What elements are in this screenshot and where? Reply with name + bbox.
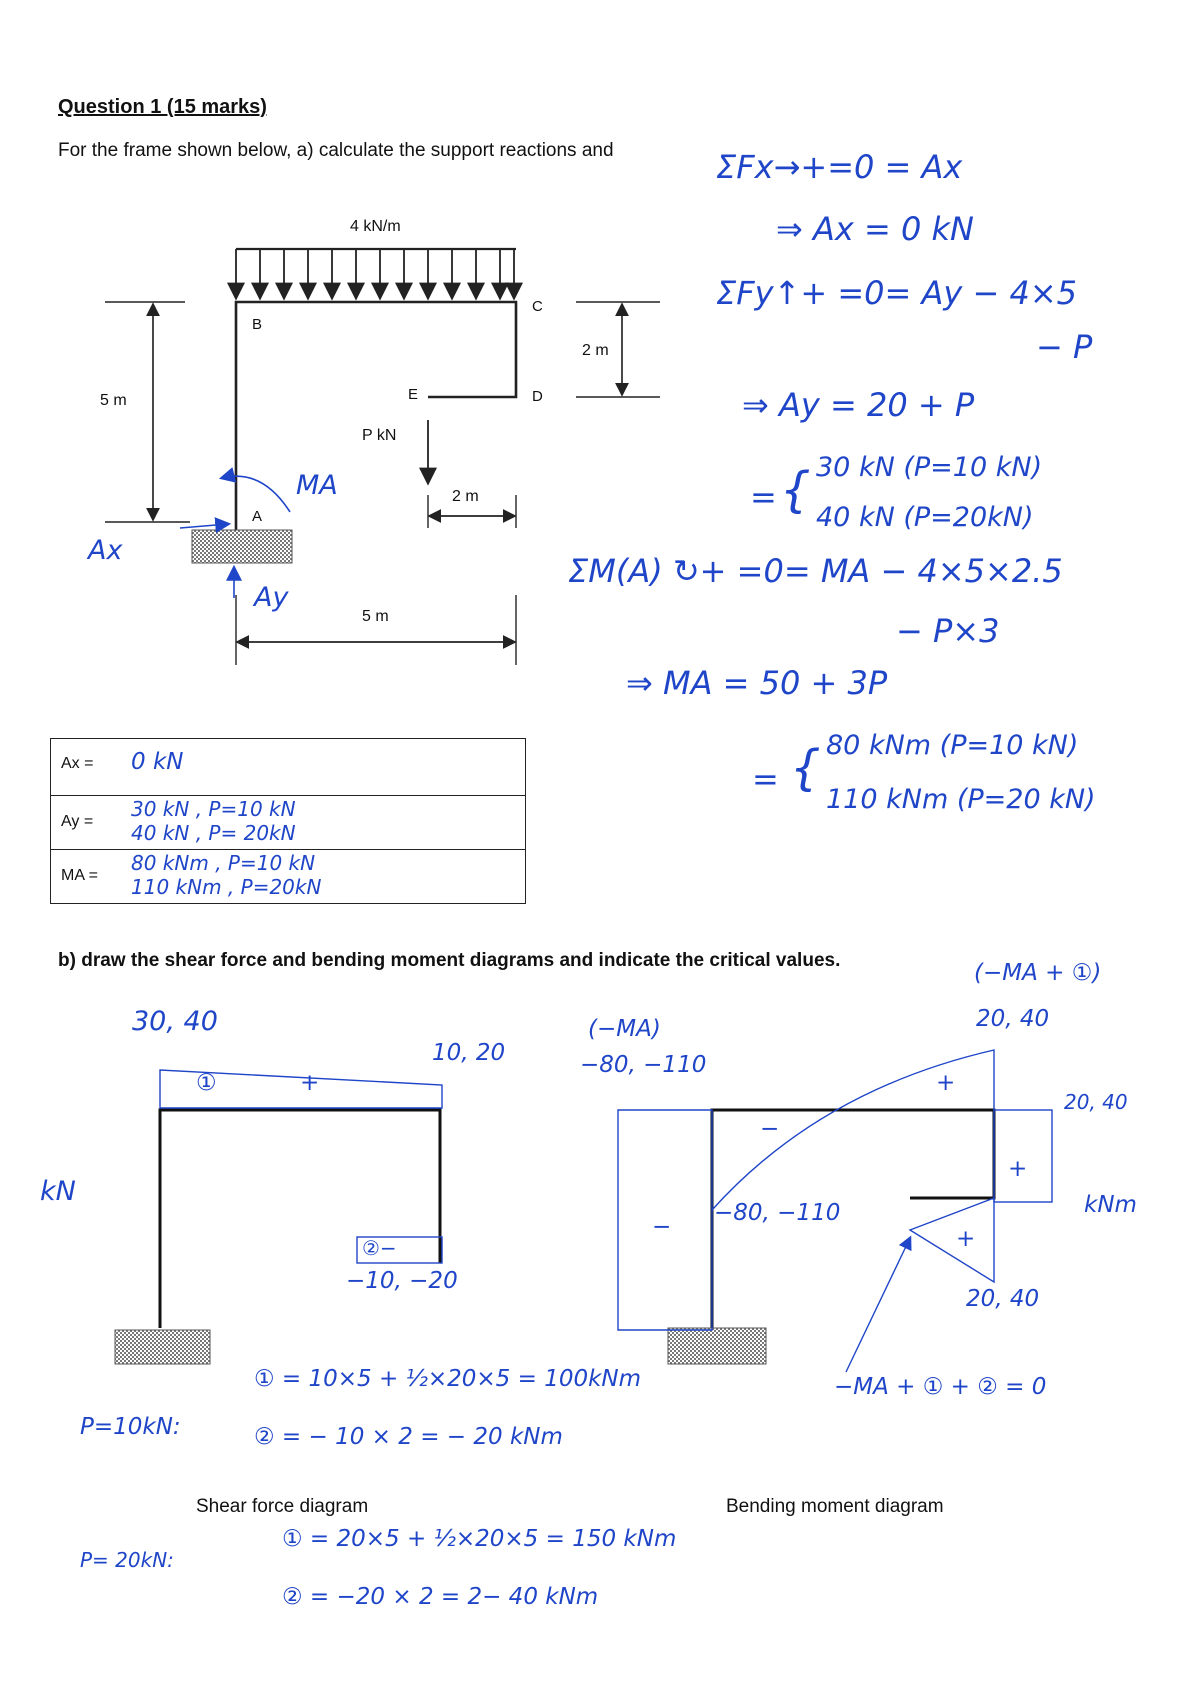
ma-value-2: 110 kNm , P=20kN (131, 875, 322, 899)
bmd-plus-triangle: + (956, 1226, 976, 1252)
question-part-b: b) draw the shear force and bending mome… (58, 950, 841, 971)
sfd-plus: + (300, 1070, 320, 1096)
bmd-support (667, 1327, 767, 1365)
node-b-label: B (252, 316, 263, 333)
note-p10-1: ① = 10×5 + ½×20×5 = 100kNm (254, 1366, 642, 1392)
brace-ma: { (790, 740, 821, 796)
sfd-positive-region (159, 1069, 443, 1109)
note-p20-label: P= 20kN: (80, 1548, 174, 1572)
node-c-label: C (532, 298, 543, 315)
dim-bottom-2m (427, 495, 517, 528)
node-a-label: A (252, 508, 263, 525)
sfd-support (114, 1329, 211, 1365)
eq-sign-ma: = (752, 760, 779, 798)
calc-line-5: ⇒ Ay = 20 + P (742, 386, 975, 424)
calc-line-3: ΣFy↑+ =0= Ay − 4×5 (716, 274, 1078, 312)
sfd-caption: Shear force diagram (196, 1496, 369, 1517)
udl-arrows (227, 249, 523, 301)
bmd-right-positive (993, 1109, 1053, 1203)
bmd-ma-value: −80, −110 (580, 1052, 707, 1078)
answers-divider-1 (51, 795, 525, 796)
frame-ax: Ax (88, 535, 123, 566)
bmd-minus-top: − (760, 1116, 780, 1142)
answers-table: Ax = Ay = MA = 0 kN 30 kN , P=10 kN 40 k… (50, 738, 526, 904)
point-load-label: P kN (362, 427, 397, 444)
frame-ma: MA (296, 470, 338, 501)
question-title: Question 1 (15 marks) (58, 96, 267, 118)
calc-line-8: ΣM(A) ↻+ =0= MA − 4×5×2.5 (568, 552, 1063, 590)
bmd-bottom-value: 20, 40 (966, 1286, 1040, 1312)
bmd-left-negative (617, 1109, 713, 1331)
dim-right (576, 301, 660, 398)
bmd-mid-value: −80, −110 (714, 1200, 841, 1226)
sfd-bottom-value: −10, −20 (346, 1268, 458, 1294)
sfd-unit: kN (40, 1176, 76, 1207)
bmd-plus-right: + (1008, 1156, 1028, 1182)
moment-diagram (617, 1049, 1053, 1373)
calc-line-2: ⇒ Ax = 0 kN (776, 210, 974, 248)
bmd-top-right-formula: (−MA + ①) (974, 960, 1102, 986)
ax-value: 0 kN (131, 749, 184, 775)
reaction-arrows (179, 467, 291, 598)
calc-line-9: − P×3 (896, 612, 1000, 650)
note-p10-2: ② = − 10 × 2 = − 20 kNm (254, 1424, 563, 1450)
ay-label: Ay = (61, 813, 94, 830)
calc-line-1: ΣFx→+=0 = Ax (716, 148, 963, 186)
calc-line-7: 40 kN (P=20kN) (816, 502, 1034, 533)
calc-line-6: 30 kN (P=10 kN) (816, 452, 1043, 483)
ax-label: Ax = (61, 755, 94, 772)
calc-line-4: − P (1036, 328, 1093, 366)
frame-figure (105, 247, 660, 665)
calc-line-10: ⇒ MA = 50 + 3P (626, 664, 888, 702)
dim-bottom-5m (235, 595, 517, 665)
sfd-negative-region (356, 1236, 443, 1264)
frame-ay: Ay (254, 582, 289, 613)
ma-label: MA = (61, 867, 98, 884)
bmd-ma-top: (−MA) (588, 1016, 661, 1042)
bmd-minus-left: − (652, 1214, 672, 1240)
dim-bottom-2m-label: 2 m (452, 488, 479, 505)
shear-diagram (114, 1069, 443, 1365)
bmd-triangle (908, 1196, 995, 1284)
sfd-left-value: 30, 40 (132, 1006, 218, 1037)
dim-left-label: 5 m (100, 392, 127, 409)
answers-divider-2 (51, 849, 525, 850)
bmd-right-value: 20, 40 (1064, 1090, 1128, 1114)
load-label: 4 kN/m (350, 218, 401, 235)
sfd-region-2: ②− (362, 1236, 397, 1260)
fixed-support (191, 529, 293, 564)
sfd-right-value: 10, 20 (432, 1040, 506, 1066)
bmd-plus-top: + (936, 1070, 956, 1096)
dim-bottom-5m-label: 5 m (362, 608, 389, 625)
note-p20-1: ① = 20×5 + ½×20×5 = 150 kNm (282, 1526, 677, 1552)
bmd-unit: kNm (1084, 1192, 1137, 1218)
node-d-label: D (532, 388, 543, 405)
bmd-top-right-value: 20, 40 (976, 1006, 1050, 1032)
sfd-frame (158, 1108, 442, 1328)
question-part-a: For the frame shown below, a) calculate … (58, 140, 614, 161)
calc-line-12: 110 kNm (P=20 kN) (826, 784, 1096, 815)
eq-sign-ay: = (750, 478, 777, 516)
brace-ay: { (780, 462, 811, 518)
bmd-caption: Bending moment diagram (726, 1496, 944, 1517)
calc-line-11: 80 kNm (P=10 kN) (826, 730, 1079, 761)
ma-value-1: 80 kNm , P=10 kN (131, 851, 316, 875)
note-p20-2: ② = −20 × 2 = 2− 40 kNm (282, 1584, 599, 1610)
bmd-equation: −MA + ① + ② = 0 (834, 1374, 1047, 1400)
frame-members (234, 300, 518, 530)
note-p10-label: P=10kN: (80, 1414, 181, 1440)
bmd-parabola (711, 1049, 995, 1211)
dim-left (105, 301, 190, 523)
bmd-arrow (845, 1235, 912, 1373)
ay-value-2: 40 kN , P= 20kN (131, 821, 296, 845)
sfd-region-1: ① (196, 1070, 217, 1096)
node-e-label: E (408, 386, 419, 403)
ay-value-1: 30 kN , P=10 kN (131, 797, 296, 821)
dim-right-label: 2 m (582, 342, 609, 359)
